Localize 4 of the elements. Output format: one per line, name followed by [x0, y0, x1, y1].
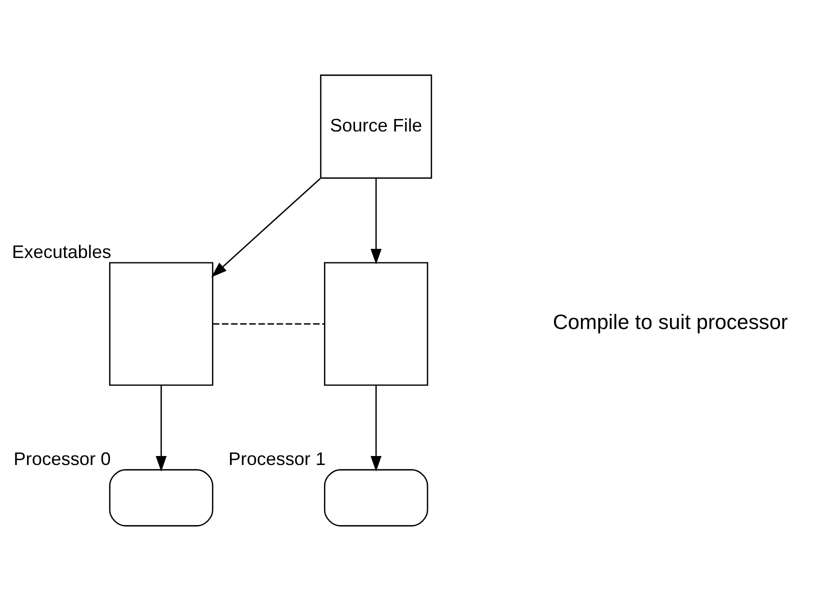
node-label: Processor 0	[14, 447, 111, 468]
label: Compile to suit processor	[552, 310, 788, 334]
node-label: Processor 1	[228, 447, 326, 468]
node-label: Executables	[12, 240, 112, 262]
